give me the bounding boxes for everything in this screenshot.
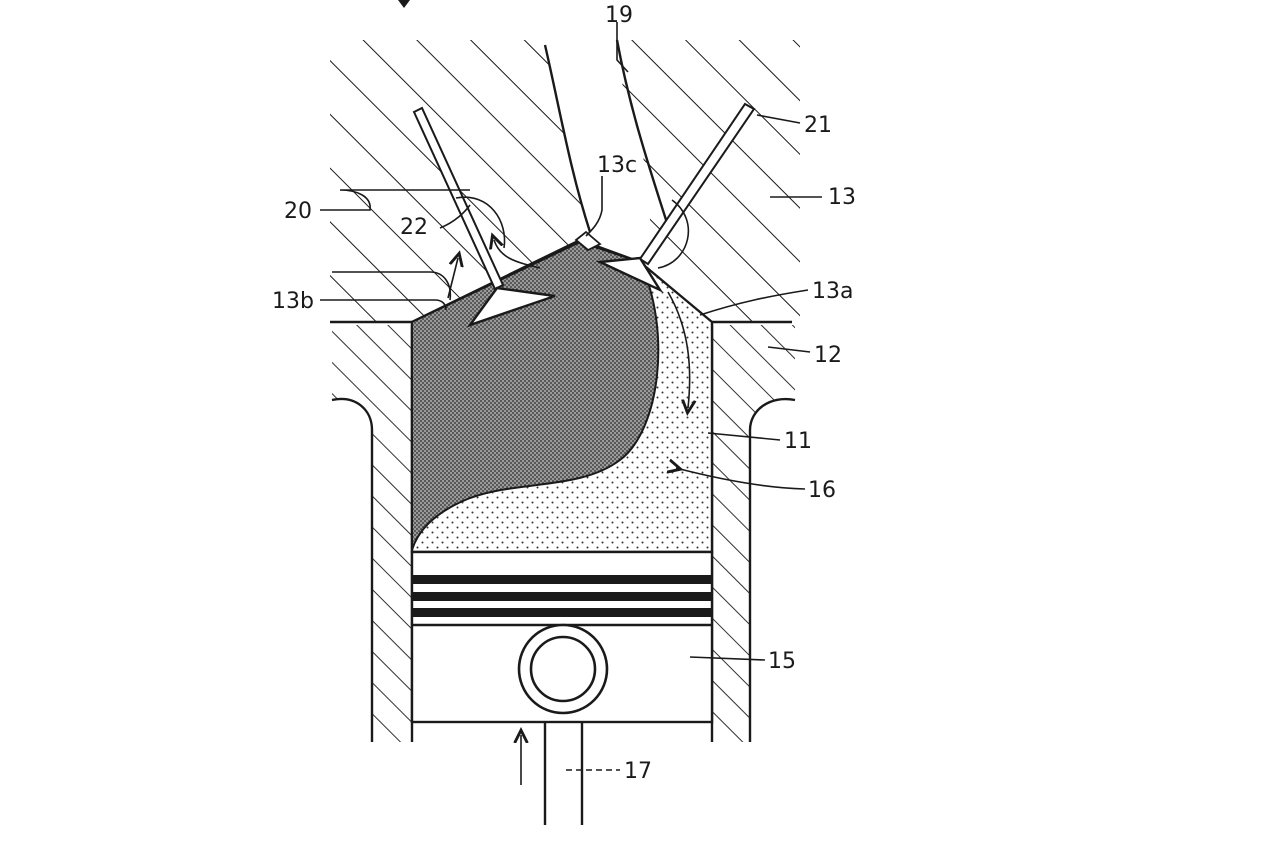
label-19: 19 [605, 3, 633, 28]
flow-arrows [447, 240, 690, 785]
label-20: 20 [284, 199, 312, 224]
cropped-mark [398, 0, 410, 8]
exhaust-valve [595, 102, 756, 293]
intake-valve [412, 106, 556, 328]
label-13a: 13a [812, 279, 853, 304]
piston-pin-inner [529, 635, 597, 703]
label-13c: 13c [597, 153, 637, 178]
label-16: 16 [808, 478, 836, 503]
label-22: 22 [400, 215, 428, 240]
exhaust-port-curve [657, 199, 690, 269]
intake-port-curve [455, 196, 506, 249]
label-13b: 13b [272, 289, 314, 314]
connecting-rod [543, 722, 584, 825]
label-11: 11 [784, 429, 812, 454]
label-17: 17 [624, 759, 652, 784]
spark-plug-tip [574, 230, 602, 252]
intake-port-boundary [332, 271, 452, 301]
label-21: 21 [804, 113, 832, 138]
label-12: 12 [814, 343, 842, 368]
leader-lines [320, 22, 822, 771]
label-13: 13 [828, 185, 856, 210]
piston [410, 550, 714, 724]
label-15: 15 [768, 649, 796, 674]
reference-labels: 19 21 13c 13 20 22 13b 13a 12 11 16 15 1… [272, 3, 856, 784]
